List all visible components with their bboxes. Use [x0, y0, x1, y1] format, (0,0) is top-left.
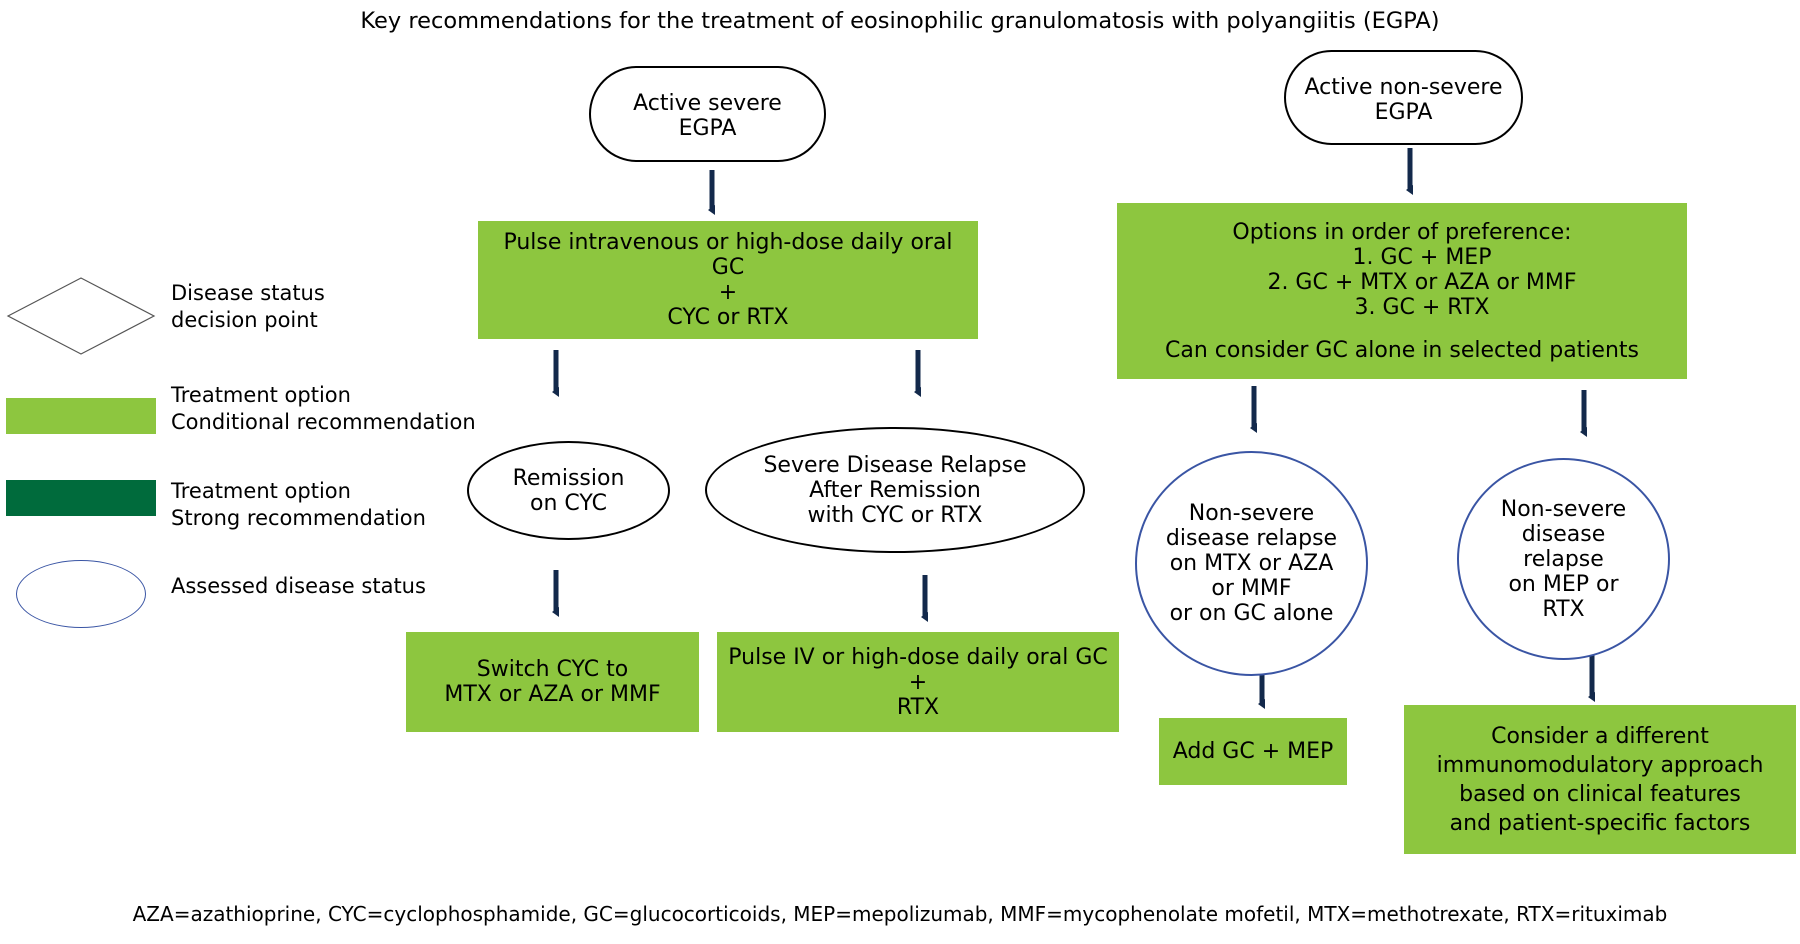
active-nonsevere-egpa-node: Active non-severe EGPA: [1284, 50, 1523, 145]
severe-induction-text: Pulse intravenous or high-dose daily ora…: [503, 230, 953, 330]
legend-assessed-label: Assessed disease status: [171, 574, 426, 598]
options-heading: Options in order of preference:: [1232, 219, 1572, 245]
nonsevere-relapse-b-ellipse: Non-severe disease relapse on MEP or RTX: [1457, 458, 1670, 660]
legend-strong-label: Treatment option Strong recommendation: [171, 479, 426, 530]
option-2: 2. GC + MTX or AZA or MMF: [1267, 269, 1577, 295]
active-severe-egpa-node: Active severe EGPA: [589, 66, 826, 162]
legend-ellipse-icon: [16, 560, 146, 628]
options-note: Can consider GC alone in selected patien…: [1165, 337, 1639, 363]
abbreviations-footer: AZA=azathioprine, CYC=cyclophosphamide, …: [132, 902, 1668, 926]
relapse-treatment-box: Pulse IV or high-dose daily oral GC + RT…: [717, 632, 1119, 732]
switch-cyc-text: Switch CYC to MTX or AZA or MMF: [444, 657, 661, 707]
legend-decision-point-label: Disease status decision point: [171, 281, 325, 332]
legend-diamond-icon: [6, 277, 156, 355]
active-severe-egpa-text: Active severe EGPA: [633, 91, 782, 141]
nonsevere-relapse-b-text: Non-severe disease relapse on MEP or RTX: [1500, 496, 1627, 622]
relapse-treatment-text: Pulse IV or high-dose daily oral GC + RT…: [728, 644, 1108, 720]
nonsevere-options-box: Options in order of preference: 1. GC + …: [1117, 203, 1687, 379]
option-3: 3. GC + RTX: [1354, 294, 1490, 320]
option-1: 1. GC + MEP: [1352, 244, 1492, 270]
legend-conditional-label: Treatment option Conditional recommendat…: [171, 383, 476, 434]
severe-relapse-ellipse: Severe Disease Relapse After Remission w…: [705, 427, 1085, 553]
legend-conditional-swatch: [6, 398, 156, 434]
nonsevere-relapse-a-ellipse: Non-severe disease relapse on MTX or AZA…: [1135, 451, 1368, 676]
severe-induction-box: Pulse intravenous or high-dose daily ora…: [478, 221, 978, 339]
nonsevere-relapse-a-text: Non-severe disease relapse on MTX or AZA…: [1165, 501, 1338, 626]
different-approach-box: Consider a different immunomodulatory ap…: [1404, 705, 1796, 854]
remission-on-cyc-text: Remission on CYC: [512, 465, 625, 516]
diagram-title: Key recommendations for the treatment of…: [360, 8, 1440, 34]
add-gc-mep-box: Add GC + MEP: [1159, 718, 1347, 785]
legend-strong-swatch: [6, 480, 156, 516]
different-approach-text: Consider a different immunomodulatory ap…: [1436, 723, 1764, 836]
add-gc-mep-text: Add GC + MEP: [1172, 739, 1334, 764]
remission-on-cyc-ellipse: Remission on CYC: [467, 441, 670, 540]
switch-cyc-box: Switch CYC to MTX or AZA or MMF: [406, 632, 699, 732]
active-nonsevere-egpa-text: Active non-severe EGPA: [1304, 74, 1503, 125]
severe-relapse-text: Severe Disease Relapse After Remission w…: [763, 452, 1027, 528]
